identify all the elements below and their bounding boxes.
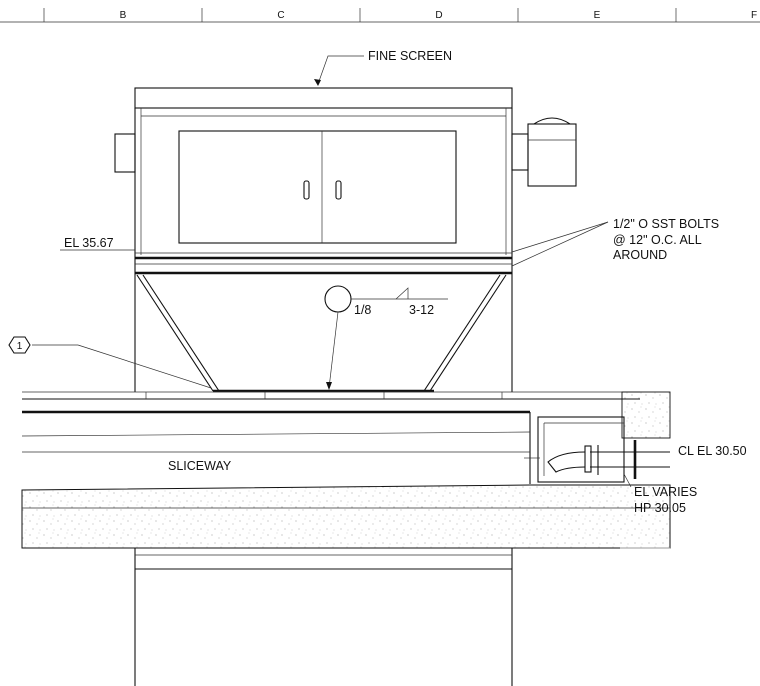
callout-tag: 1 — [8, 336, 31, 354]
elevation-top-label: EL 35.67 — [64, 236, 114, 250]
motor-icon — [511, 117, 577, 187]
weld-length-label: 3-12 — [409, 303, 434, 317]
grid-col-d: D — [435, 10, 442, 21]
grid-col-e: E — [594, 10, 601, 21]
pipe-icon — [547, 440, 670, 479]
deck-slab — [22, 391, 671, 439]
grid-col-c: C — [277, 10, 284, 21]
fine-screen-unit — [114, 87, 577, 393]
bolts-note-line3: AROUND — [613, 248, 667, 262]
grid-col-f: F — [751, 10, 757, 21]
grid-col-b: B — [120, 10, 127, 21]
fine-screen-label: FINE SCREEN — [368, 49, 452, 63]
sliceway-label: SLICEWAY — [168, 459, 232, 473]
svg-text:1: 1 — [17, 341, 23, 352]
el-varies-label: EL VARIES — [634, 485, 697, 499]
door-handle-right — [335, 180, 342, 200]
door-handle-left — [303, 180, 310, 200]
leaders — [32, 55, 632, 488]
weld-symbol-circle — [324, 285, 352, 313]
concrete-slab — [21, 484, 671, 549]
bolts-note-line2: @ 12" O.C. ALL — [613, 233, 702, 247]
grid-header: B C D E F — [0, 8, 760, 23]
hp-label: HP 30.05 — [634, 501, 686, 515]
lower-pit — [134, 548, 513, 686]
cl-elevation-label: CL EL 30.50 — [678, 444, 747, 458]
sliceway-channel — [21, 410, 625, 484]
bolts-note-line1: 1/2" O SST BOLTS — [613, 217, 719, 231]
access-panel — [178, 130, 457, 244]
weld-size-label: 1/8 — [354, 303, 371, 317]
